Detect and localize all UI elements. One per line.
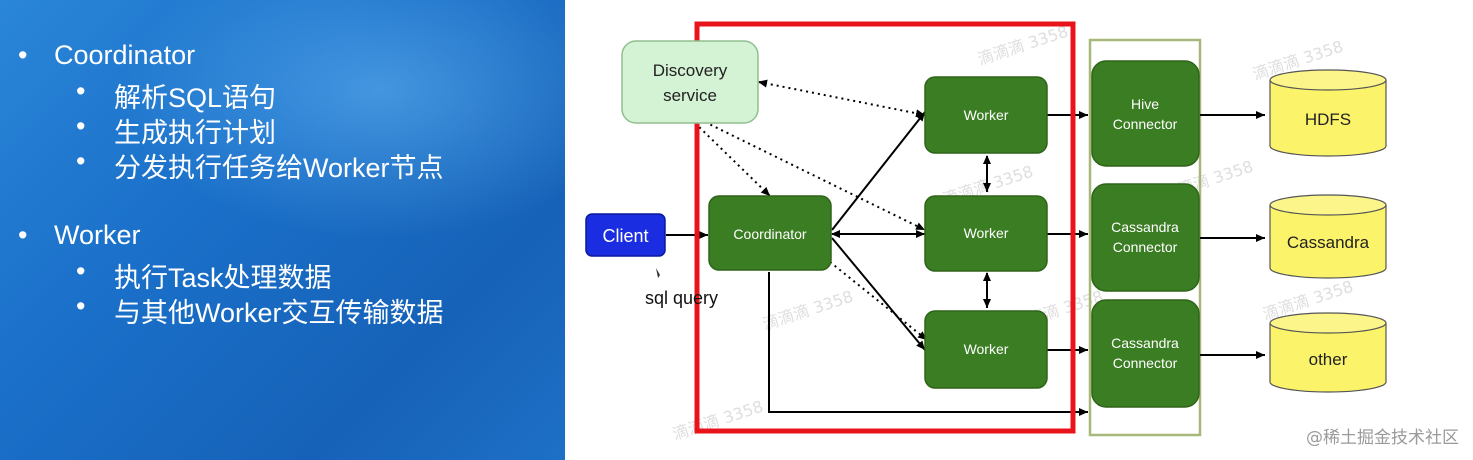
connector-label-line2: Connector: [1113, 116, 1178, 132]
client-node: Client: [585, 213, 666, 257]
discovery-worker1-link: [758, 79, 926, 118]
connector-label-line1: Cassandra: [1111, 335, 1179, 351]
coordinator-label: Coordinator: [733, 226, 806, 242]
coordinator-worker3-dotted-link: [829, 261, 928, 341]
connector-label-line2: Connector: [1113, 239, 1178, 255]
connector-label-line1: Hive: [1131, 96, 1159, 112]
store-label: HDFS: [1305, 110, 1351, 129]
store-label: Cassandra: [1287, 233, 1370, 252]
watermark: 滴滴滴 3358: [670, 397, 765, 444]
worker-label: Worker: [964, 341, 1009, 357]
worker-node: Worker: [924, 310, 1048, 389]
architecture-diagram: 滴滴滴 3358 滴滴滴 3358 滴滴滴 3358 滴滴滴 3358 滴滴滴 …: [565, 0, 1473, 460]
other-store-icon: other: [1269, 312, 1387, 393]
hive-connector-node: Hive Connector: [1091, 60, 1200, 167]
bullet-sub-text: 分发执行任务给Worker节点: [114, 153, 444, 183]
connector-label-line1: Cassandra: [1111, 219, 1179, 235]
bullet-sub-text: 执行Task处理数据: [114, 263, 332, 293]
highlight-box: [694, 21, 1076, 434]
worker-label: Worker: [964, 225, 1009, 241]
worker-label: Worker: [964, 107, 1009, 123]
bullet-dot-icon: •: [76, 146, 86, 176]
cassandra-connector-node-2: Cassandra Connector: [1091, 299, 1200, 408]
discovery-service-node: Discovery service: [621, 40, 759, 124]
bullet-dot-icon: •: [76, 111, 86, 141]
discovery-label-line1: Discovery: [653, 61, 728, 80]
slide-text-panel: • Coordinator • 解析SQL语句 • 生成执行计划 • 分发执行任…: [0, 0, 565, 460]
bullet-dot-icon: •: [76, 291, 86, 321]
store-label: other: [1309, 350, 1348, 369]
bullet-dot-icon: •: [18, 220, 28, 250]
bullet-dot-icon: •: [18, 40, 28, 70]
sql-query-label: sql query: [645, 288, 718, 308]
bullet-coordinator-title: Coordinator: [54, 40, 196, 70]
cassandra-connector-node: Cassandra Connector: [1091, 183, 1200, 292]
connector-label-line2: Connector: [1113, 355, 1178, 371]
bullet-dot-icon: •: [76, 256, 86, 286]
bullet-dot-icon: •: [76, 76, 86, 106]
coordinator-node: Coordinator: [708, 195, 832, 271]
discovery-coordinator-link: [694, 122, 771, 197]
worker-node: Worker: [924, 195, 1048, 272]
cassandra-store-icon: Cassandra: [1269, 194, 1387, 279]
discovery-label-line2: service: [663, 86, 717, 105]
coordinator-worker1-link: [831, 111, 926, 231]
mouse-cursor-icon: [656, 268, 660, 278]
bullet-worker-title: Worker: [54, 220, 141, 250]
bullet-sub-text: 生成执行计划: [114, 118, 276, 148]
diagram-svg: 滴滴滴 3358 滴滴滴 3358 滴滴滴 3358 滴滴滴 3358 滴滴滴 …: [585, 21, 1387, 444]
hdfs-store-icon: HDFS: [1269, 69, 1387, 157]
watermark: 滴滴滴 3358: [975, 22, 1070, 69]
watermark: 滴滴滴 3358: [760, 287, 855, 334]
coordinator-connector-link: [768, 272, 1088, 416]
bullet-sub-text: 与其他Worker交互传输数据: [114, 298, 444, 328]
bullet-sub-text: 解析SQL语句: [114, 83, 277, 113]
coordinator-worker3-link: [831, 237, 926, 351]
worker-node: Worker: [924, 76, 1048, 154]
source-credit: @稀土掘金技术社区: [1306, 428, 1459, 448]
client-label: Client: [602, 226, 648, 246]
discovery-worker2-link: [704, 121, 926, 231]
